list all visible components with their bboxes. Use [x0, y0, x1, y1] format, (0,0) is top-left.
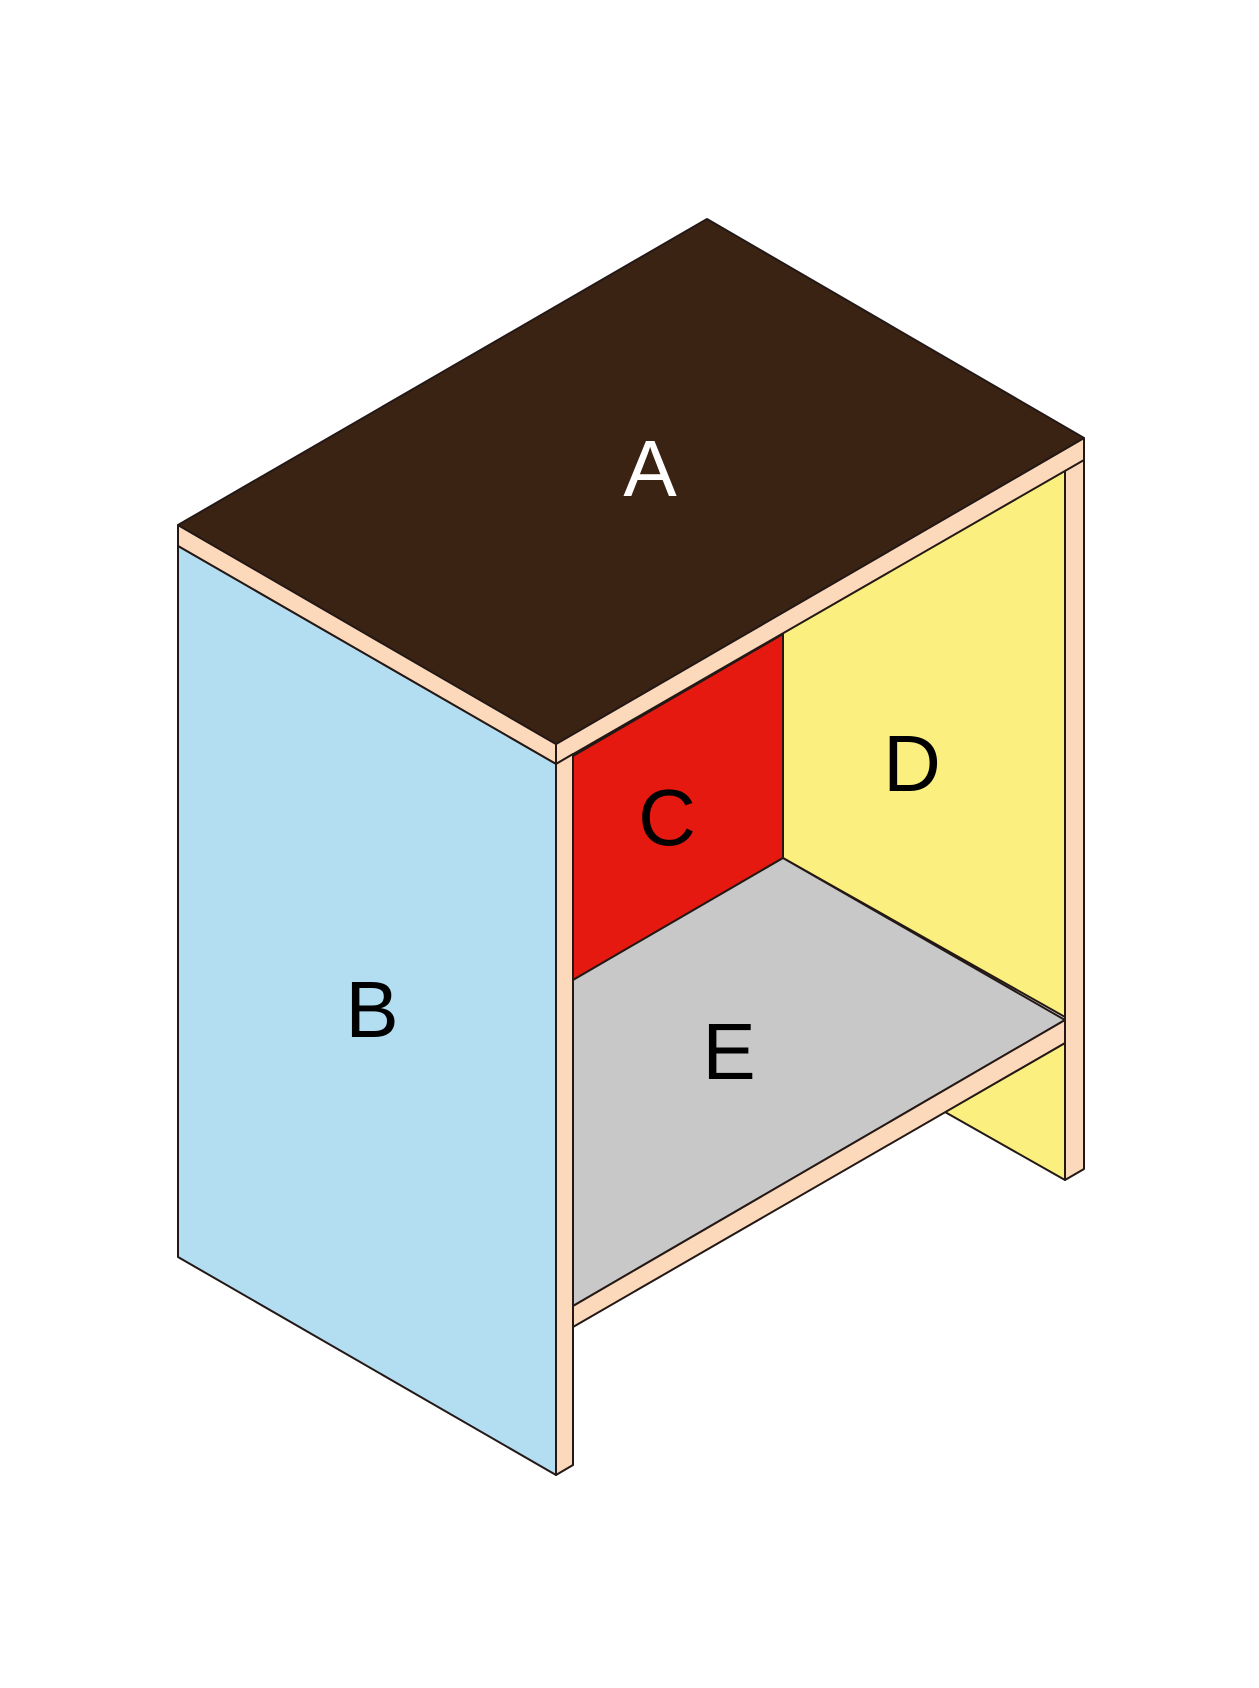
right-post-edge: [1064, 448, 1085, 1181]
panel-e-label: E: [702, 1007, 755, 1096]
left-panel-front-edge: [555, 753, 574, 1476]
panel-b: [177, 545, 557, 1476]
panel-d-label: D: [883, 719, 941, 808]
panel-c-label: C: [638, 773, 696, 862]
panel-b-label: B: [345, 965, 398, 1054]
panel-a: [177, 218, 1085, 745]
panel-a-label: A: [623, 424, 677, 513]
